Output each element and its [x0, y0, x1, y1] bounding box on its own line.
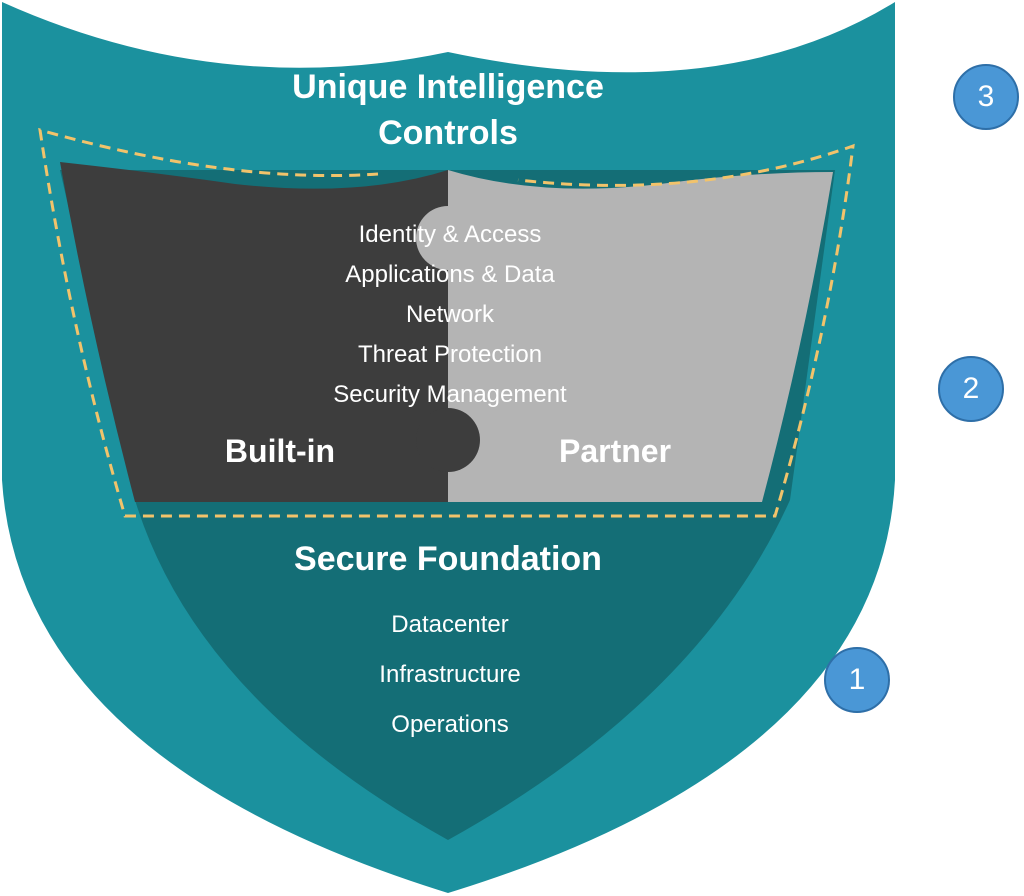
middle-item-applications: Applications & Data [345, 261, 555, 288]
dashed-outline [38, 127, 855, 518]
badge-3: 3 [953, 64, 1019, 130]
middle-item-security-management: Security Management [333, 381, 567, 408]
puzzle-knob-bottom [416, 408, 480, 472]
top-title: Unique Intelligence Controls [198, 64, 698, 156]
foundation-item-operations: Operations [391, 711, 509, 738]
puzzle-knob-top [416, 206, 480, 270]
foundation-item-datacenter: Datacenter [391, 611, 509, 638]
top-title-line2: Controls [378, 114, 518, 152]
partner-label: Partner [558, 433, 672, 469]
built-in-panel [60, 162, 448, 502]
partner-panel [448, 170, 833, 502]
built-in-label: Built-in [224, 433, 336, 469]
top-title-line1: Unique Intelligence [292, 68, 604, 106]
middle-item-network: Network [405, 301, 495, 328]
badge-2: 2 [938, 356, 1004, 422]
middle-item-identity: Identity & Access [358, 221, 542, 248]
secure-foundation-title: Secure Foundation [294, 540, 602, 578]
badge-1: 1 [824, 647, 890, 713]
middle-item-threat-protection: Threat Protection [357, 341, 543, 368]
foundation-item-infrastructure: Infrastructure [379, 661, 521, 688]
